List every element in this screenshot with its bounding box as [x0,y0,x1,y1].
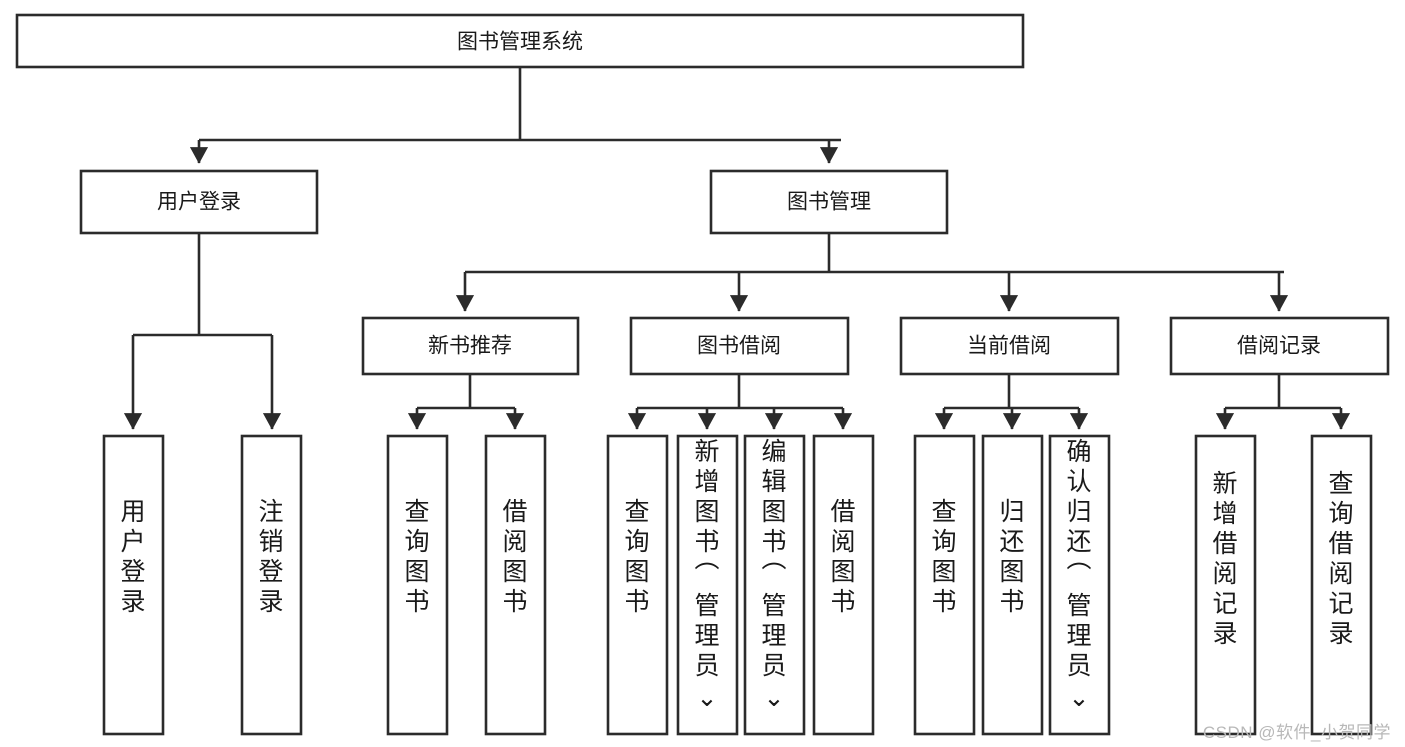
edges-root-to-level2 [189,67,841,164]
node-borrow-record-label: 借阅记录 [1237,335,1321,358]
leaf-label: 查询图书 [624,498,649,616]
leaf-new-book-recommend-1[interactable]: 借阅图书 [484,434,547,736]
node-user-login[interactable]: 用户登录 [79,169,319,235]
leaf-label: 注销登录 [258,498,283,616]
edges-borrow-record-to-leaves [1215,375,1351,430]
leaf-box [484,434,547,736]
node-new-book-recommend[interactable]: 新书推荐 [361,316,580,376]
node-book-borrow-box [629,316,850,376]
leaf-box [1048,434,1111,736]
leaf-box [913,434,976,736]
edges-book-borrow-to-leaves [627,375,853,430]
leaf-label: 查询图书 [404,498,429,616]
leaf-borrow-record-0[interactable]: 新增借阅记录 [1194,434,1257,736]
leaf-current-borrow-0[interactable]: 查询图书 [913,434,976,736]
leaf-label: 新增图书⌒管理员⌄ [694,438,719,712]
edges-book-manage-to-level3 [455,233,1289,312]
leaf-box [812,434,875,736]
leaf-label: 借阅图书 [502,498,527,616]
node-root-box [15,13,1025,69]
leaf-box [981,434,1044,736]
node-current-borrow[interactable]: 当前借阅 [899,316,1120,376]
node-current-borrow-label: 当前借阅 [967,335,1051,358]
node-book-manage-label: 图书管理 [787,191,871,214]
leaf-box [1310,434,1373,736]
node-user-login-label: 用户登录 [157,191,241,214]
leaf-new-book-recommend-0[interactable]: 查询图书 [386,434,449,736]
node-user-login-box [79,169,319,235]
node-new-book-recommend-box [361,316,580,376]
leaf-user-login-1[interactable]: 注销登录 [240,434,303,736]
node-borrow-record-box [1169,316,1390,376]
leaf-box [676,434,739,736]
edges-user-login-to-leaves [123,233,282,430]
leaf-label: 查询图书 [931,498,956,616]
leaf-box [102,434,165,736]
node-borrow-record[interactable]: 借阅记录 [1169,316,1390,376]
node-new-book-recommend-label: 新书推荐 [428,335,512,358]
leaf-box [606,434,669,736]
leaf-label: 查询借阅记录 [1328,470,1353,648]
node-book-manage-box [709,169,949,235]
leaf-label: 新增借阅记录 [1212,470,1237,648]
leaf-box [386,434,449,736]
leaf-label: 借阅图书 [830,498,855,616]
leaf-box [743,434,806,736]
leaf-book-borrow-1[interactable]: 新增图书⌒管理员⌄ [676,434,739,736]
leaf-book-borrow-2[interactable]: 编辑图书⌒管理员⌄ [743,434,806,736]
edges-new-book-to-leaves [407,375,525,430]
csdn-watermark: CSDN @软件_小贺同学 [1202,723,1391,742]
leaf-current-borrow-2[interactable]: 确认归还⌒管理员⌄ [1048,434,1111,736]
leaf-box [1194,434,1257,736]
leaf-label: 用户登录 [120,498,145,616]
leaf-current-borrow-1[interactable]: 归还图书 [981,434,1044,736]
node-current-borrow-box [899,316,1120,376]
node-book-manage[interactable]: 图书管理 [709,169,949,235]
node-root-system[interactable]: 图书管理系统 [15,13,1025,69]
node-root-label: 图书管理系统 [457,31,583,54]
leaf-box [240,434,303,736]
leaf-label: 编辑图书⌒管理员⌄ [761,438,786,712]
leaf-book-borrow-0[interactable]: 查询图书 [606,434,669,736]
node-book-borrow-label: 图书借阅 [697,335,781,358]
leaf-borrow-record-1[interactable]: 查询借阅记录 [1310,434,1373,736]
node-book-borrow[interactable]: 图书借阅 [629,316,850,376]
leaf-label: 确认归还⌒管理员⌄ [1066,438,1091,712]
leaf-book-borrow-3[interactable]: 借阅图书 [812,434,875,736]
leaf-user-login-0[interactable]: 用户登录 [102,434,165,736]
leaf-label: 归还图书 [999,498,1024,616]
edges-current-borrow-to-leaves [934,375,1089,430]
